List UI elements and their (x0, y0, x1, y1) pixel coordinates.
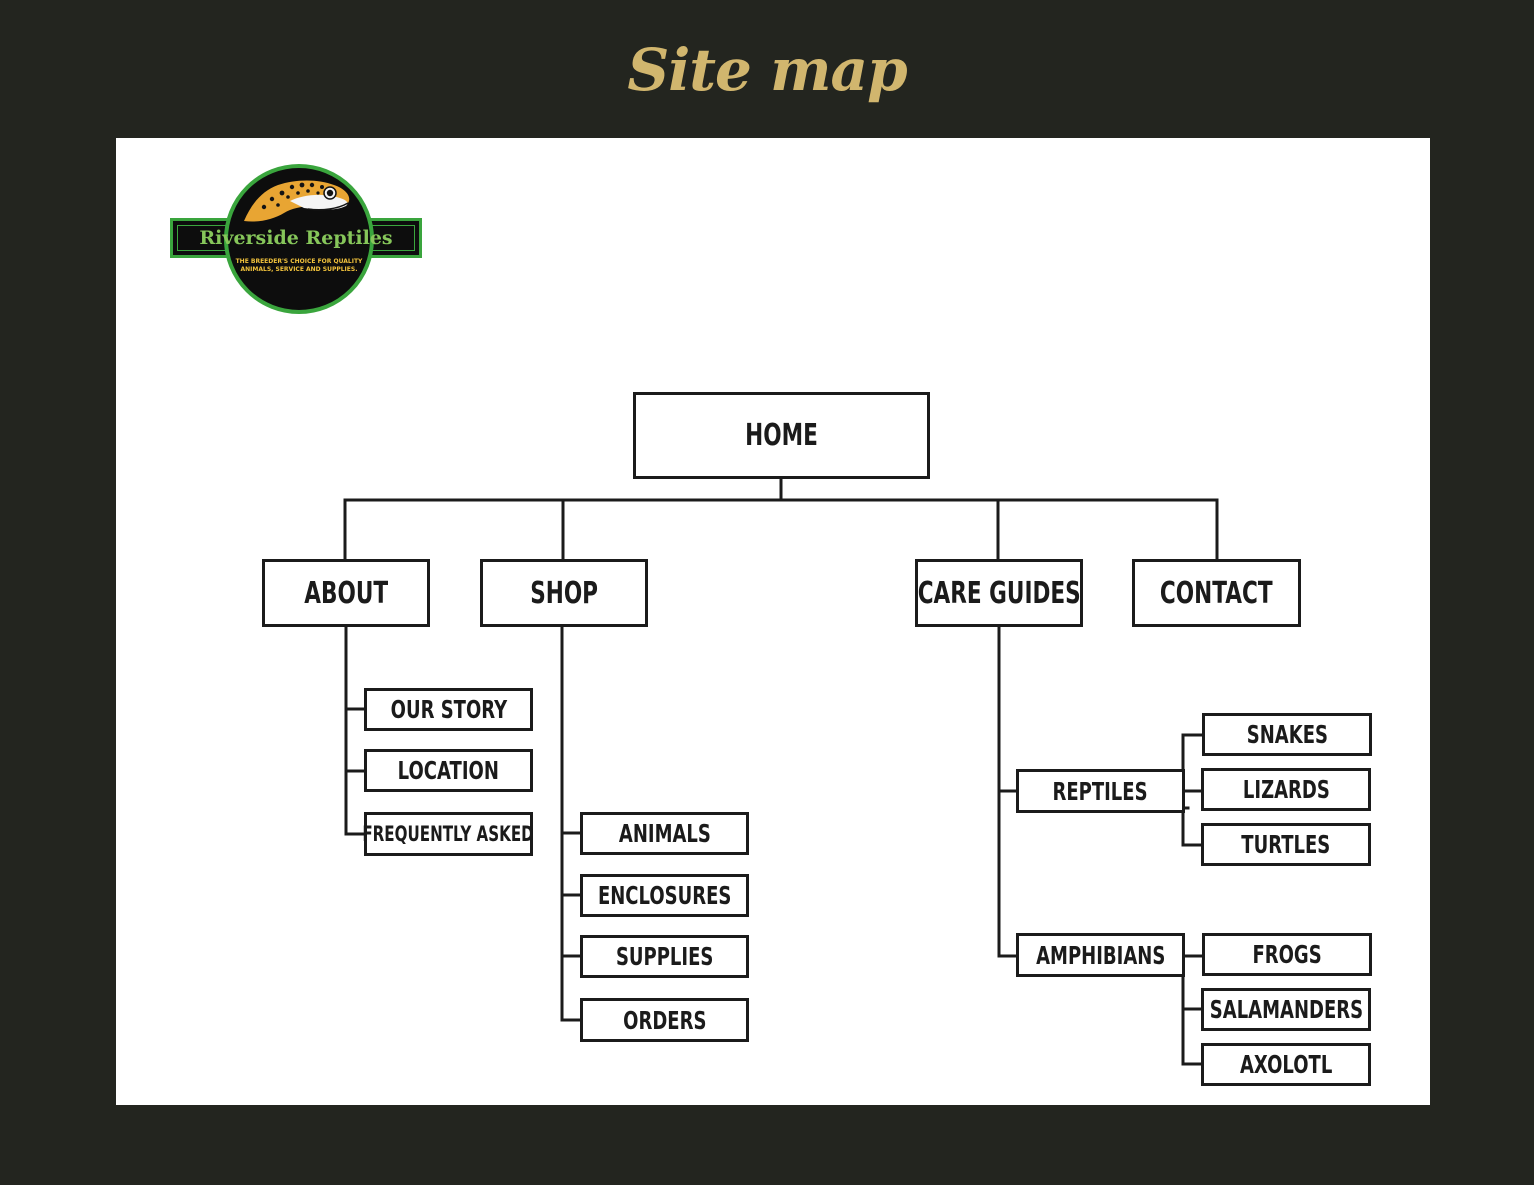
node-lizards: LIZARDS (1201, 768, 1371, 811)
connector-shop-spine (560, 624, 584, 1022)
connector-lines (343, 476, 1219, 1066)
node-care-guides-label: CARE GUIDES (917, 575, 1081, 611)
node-shop: SHOP (480, 559, 648, 627)
node-home-label: HOME (745, 418, 818, 453)
node-orders-label: ORDERS (622, 1005, 707, 1035)
node-our-story: OUR STORY (364, 688, 533, 731)
node-axolotl-label: AXOLOTL (1239, 1050, 1333, 1079)
node-animals: ANIMALS (580, 812, 749, 855)
node-orders: ORDERS (580, 998, 749, 1042)
node-supplies-label: SUPPLIES (615, 942, 714, 971)
node-animals-label: ANIMALS (618, 819, 711, 848)
node-salamanders: SALAMANDERS (1201, 988, 1371, 1031)
node-reptiles-label: REPTILES (1052, 776, 1149, 806)
logo-tagline: THE BREEDER'S CHOICE FOR QUALITY ANIMALS… (235, 258, 363, 273)
connector-amphibians-spine (1181, 954, 1205, 1066)
node-location: LOCATION (364, 749, 533, 792)
node-care-guides: CARE GUIDES (915, 559, 1083, 627)
node-axolotl: AXOLOTL (1201, 1043, 1371, 1086)
node-reptiles: REPTILES (1016, 769, 1185, 813)
node-frogs: FROGS (1202, 933, 1372, 976)
node-contact: CONTACT (1132, 559, 1301, 627)
node-shop-label: SHOP (530, 575, 598, 611)
riverside-reptiles-logo: Riverside Reptiles THE BREEDER'S CHOICE … (170, 163, 422, 315)
node-enclosures: ENCLOSURES (580, 874, 749, 917)
node-amphibians: AMPHIBIANS (1016, 933, 1185, 977)
page-title: Site map (627, 36, 907, 104)
node-turtles-label: TURTLES (1241, 830, 1331, 859)
node-salamanders-label: SALAMANDERS (1209, 995, 1363, 1024)
node-snakes: SNAKES (1202, 713, 1372, 756)
node-frogs-label: FROGS (1252, 940, 1322, 969)
node-about-label: ABOUT (304, 575, 388, 611)
node-about: ABOUT (262, 559, 430, 627)
node-supplies: SUPPLIES (580, 935, 749, 978)
node-frequently-asked-label: FREQUENTLY ASKED (362, 822, 535, 846)
node-our-story-label: OUR STORY (390, 695, 507, 724)
node-amphibians-label: AMPHIBIANS (1035, 940, 1166, 970)
node-location-label: LOCATION (397, 756, 500, 785)
logo-wordmark: Riverside Reptiles (199, 227, 393, 249)
node-home: HOME (633, 392, 930, 479)
node-lizards-label: LIZARDS (1242, 775, 1330, 804)
node-turtles: TURTLES (1201, 823, 1371, 866)
node-frequently-asked: FREQUENTLY ASKED (362, 812, 535, 856)
node-snakes-label: SNAKES (1246, 720, 1328, 749)
gecko-icon (244, 180, 350, 222)
node-enclosures-label: ENCLOSURES (597, 881, 732, 910)
connector-care-spine (997, 624, 1020, 958)
connector-about-spine (344, 624, 368, 836)
node-contact-label: CONTACT (1160, 575, 1273, 611)
sitemap-diagram (343, 476, 1219, 1066)
sitemap-panel: Riverside Reptiles THE BREEDER'S CHOICE … (116, 138, 1430, 1105)
